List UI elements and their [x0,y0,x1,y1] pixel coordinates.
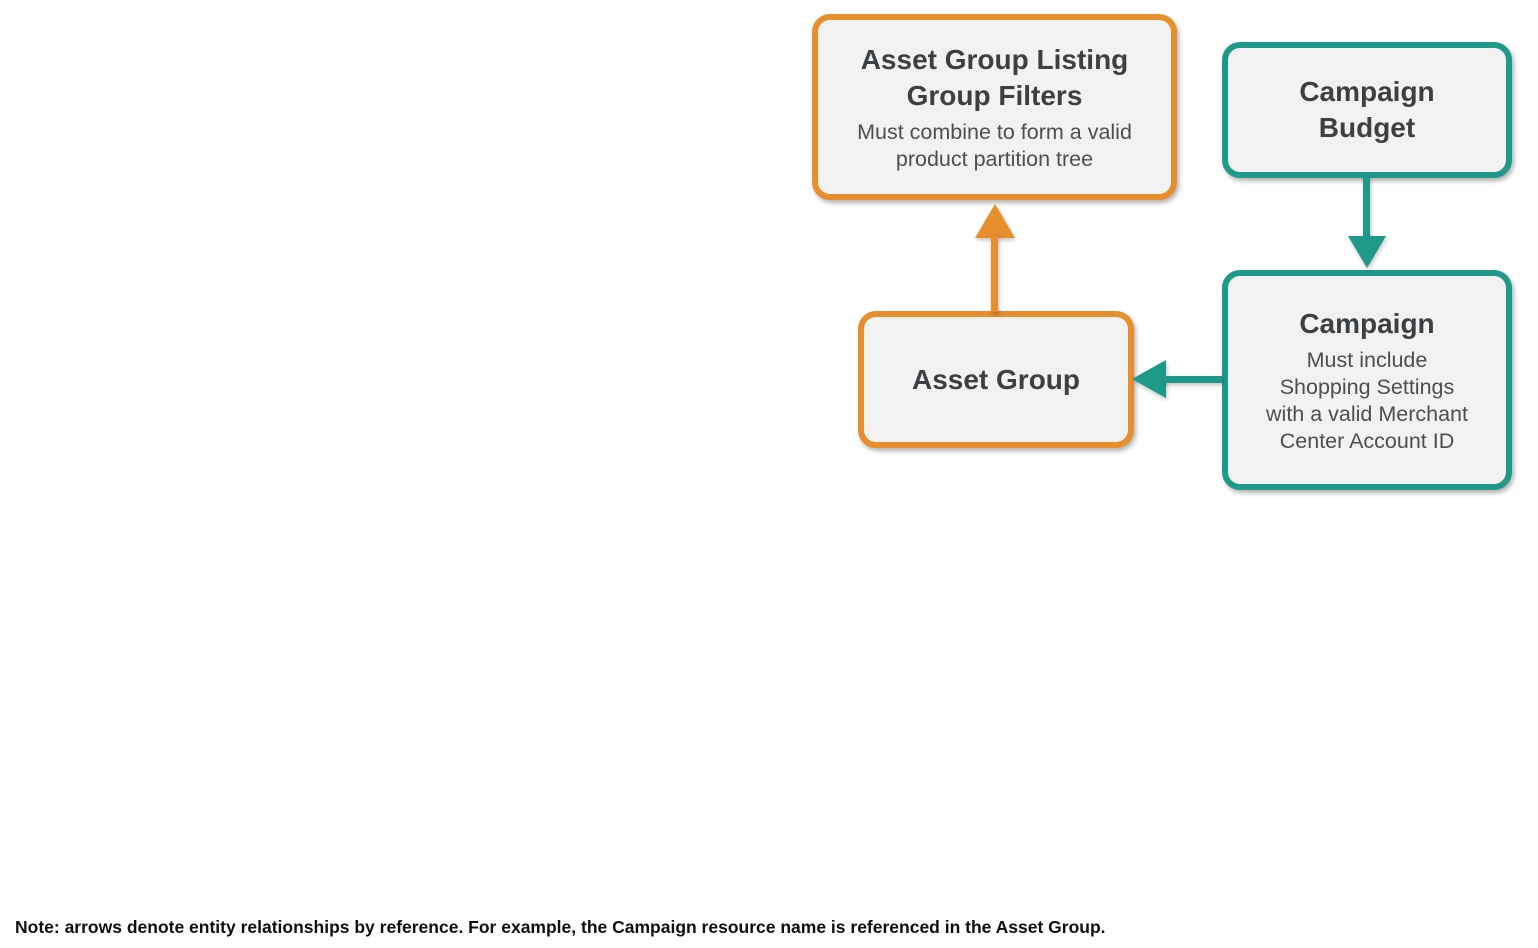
node-asset-group-listing-group-filters: Asset Group Listing Group Filters Must c… [812,14,1177,200]
node-title: Campaign [1299,307,1435,339]
node-title: Asset Group Listing Group Filters [860,43,1129,111]
node-subtitle: Must include Shopping Settings with a va… [1266,347,1468,453]
footnote: Note: arrows denote entity relationships… [15,917,1106,937]
arrow-down-shaft [1363,177,1370,238]
node-campaign-budget: Campaign Budget [1222,42,1512,178]
node-title: Campaign Budget [1299,76,1435,143]
node-campaign: Campaign Must include Shopping Settings … [1222,270,1512,490]
node-asset-group: Asset Group [858,311,1134,448]
node-subtitle: Must combine to form a valid product par… [857,119,1132,171]
arrow-left-head-icon [1132,360,1166,398]
arrow-left-shaft [1164,376,1222,383]
arrow-up-shaft [991,236,998,312]
arrow-down-head-icon [1348,236,1386,268]
arrow-up-head-icon [975,204,1015,238]
node-title: Asset Group [911,363,1081,395]
